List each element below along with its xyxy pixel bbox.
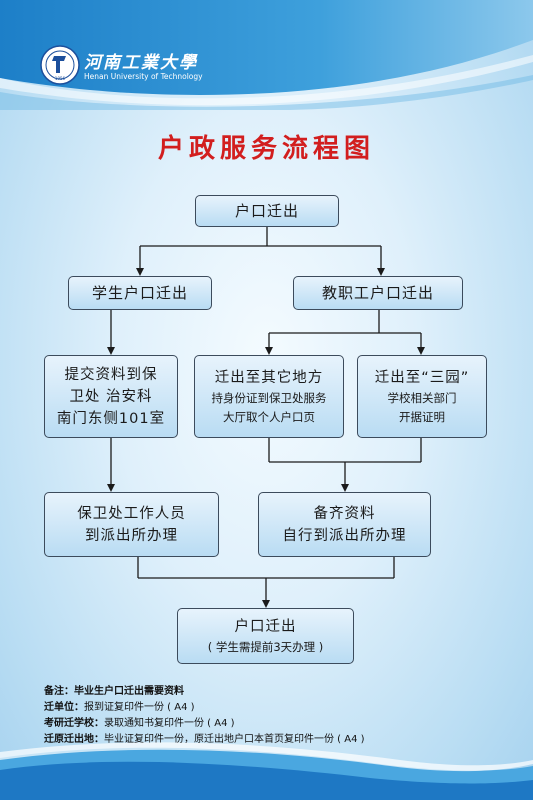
university-name-cn: 河南工業大學 xyxy=(84,53,198,73)
node-household-moveout-start: 户口迁出 xyxy=(195,195,339,227)
page-title: 户政服务流程图 xyxy=(157,134,375,164)
node-staff-moveout: 教职工户口迁出 xyxy=(293,276,463,310)
university-logo: 1956 xyxy=(40,45,80,85)
logo-year: 1956 xyxy=(55,76,66,81)
node-label: 学生户口迁出 xyxy=(91,283,188,302)
node-line-2: ( 学生需提前3天办理 ) xyxy=(207,639,324,654)
note-text: 录取通知书复印件一份 ( A4 ) xyxy=(104,718,235,729)
node-line-3: 开据证明 xyxy=(399,409,445,424)
node-move-other-place: 迁出至其它地方 持身份证到保卫处服务 大厅取个人户口页 xyxy=(194,355,344,438)
note-text: 毕业证复印件一份，原迁出地户口本首页复印件一份 ( A4 ) xyxy=(104,734,365,745)
notes-heading: 备注：毕业生户口迁出需要资料 xyxy=(44,686,184,697)
note-item: 迁原迁出地：毕业证复印件一份，原迁出地户口本首页复印件一份 ( A4 ) xyxy=(44,732,365,748)
node-submit-documents: 提交资料到保 卫处 治安科 南门东侧101室 xyxy=(44,355,178,438)
notes-section: 备注：毕业生户口迁出需要资料 迁单位：报到证复印件一份 ( A4 ) 考研迁学校… xyxy=(44,684,365,748)
node-line-2: 自行到派出所办理 xyxy=(282,527,407,544)
node-line-1: 迁出至其它地方 xyxy=(214,369,324,386)
node-line-1: 迁出至“三园” xyxy=(374,369,470,386)
node-line-2: 持身份证到保卫处服务 xyxy=(211,390,327,405)
note-item: 考研迁学校：录取通知书复印件一份 ( A4 ) xyxy=(44,716,365,732)
university-name-en: Henan University of Technology xyxy=(84,72,203,81)
node-move-three-parks: 迁出至“三园” 学校相关部门 开据证明 xyxy=(357,355,487,438)
header-wave-band xyxy=(0,0,533,110)
note-item: 迁单位：报到证复印件一份 ( A4 ) xyxy=(44,700,365,716)
node-student-moveout: 学生户口迁出 xyxy=(68,276,212,310)
node-line-2: 学校相关部门 xyxy=(387,390,457,405)
node-line-3: 南门东侧101室 xyxy=(56,410,166,427)
node-line-3: 大厅取个人户口页 xyxy=(223,409,315,424)
node-label: 户口迁出 xyxy=(234,201,299,220)
note-label: 考研迁学校： xyxy=(44,718,104,729)
node-line-1: 备齐资料 xyxy=(313,505,376,522)
note-label: 迁单位： xyxy=(44,702,84,713)
node-household-moveout-end: 户口迁出 ( 学生需提前3天办理 ) xyxy=(177,608,354,664)
footer-wave-band xyxy=(0,742,533,800)
node-line-1: 提交资料到保 xyxy=(64,366,158,383)
node-line-1: 户口迁出 xyxy=(234,618,297,635)
node-security-staff-handle: 保卫处工作人员 到派出所办理 xyxy=(44,492,219,557)
node-line-1: 保卫处工作人员 xyxy=(77,505,186,522)
node-label: 教职工户口迁出 xyxy=(321,283,434,302)
node-line-2: 到派出所办理 xyxy=(85,527,178,544)
node-line-2: 卫处 治安科 xyxy=(69,388,153,405)
note-text: 报到证复印件一份 ( A4 ) xyxy=(84,702,195,713)
node-prepare-self-handle: 备齐资料 自行到派出所办理 xyxy=(258,492,431,557)
note-label: 迁原迁出地： xyxy=(44,734,104,745)
